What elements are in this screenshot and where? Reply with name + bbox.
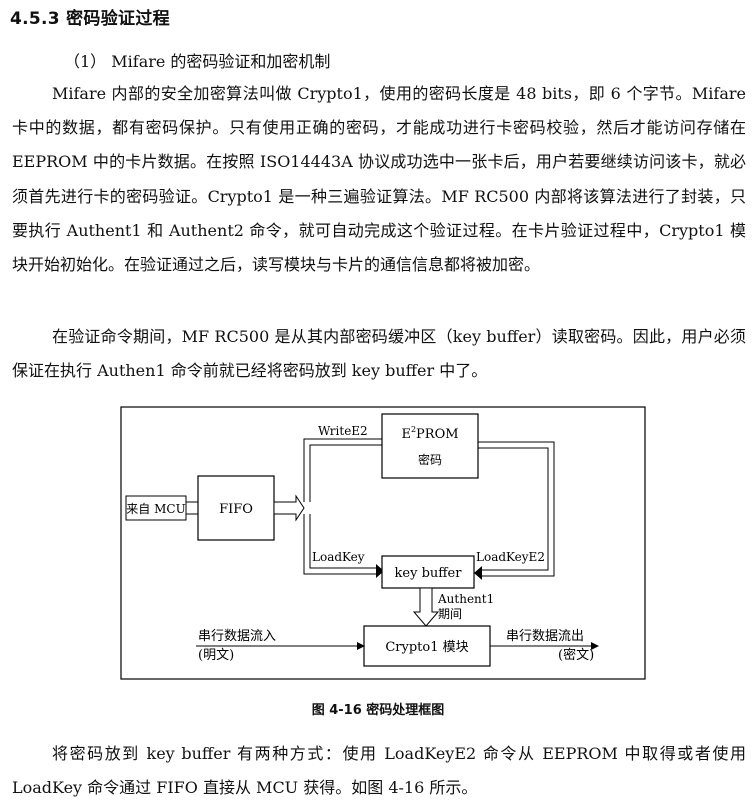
eeprom-label: E2PROM [401, 425, 458, 442]
eeprom-label-prom: PROM [416, 427, 459, 442]
loadkey-arrowhead [376, 564, 384, 578]
paragraph-load-methods: 将密码放到 key buffer 有两种方式：使用 LoadKeyE2 命令从 … [12, 744, 746, 798]
input-sublabel: (明文) [198, 648, 234, 663]
source-label: 来自 MCU [126, 502, 185, 516]
hollow-arrow-from-fifo [273, 494, 305, 522]
output-sublabel: (密文) [558, 647, 594, 663]
section-heading: 4.5.3 密码验证过程 [10, 9, 170, 29]
loadkeye2-line-outer [478, 441, 555, 577]
loadkeye2-line-inner [478, 447, 549, 571]
arrow-label-period: 期间 [438, 607, 462, 621]
eeprom-label-e: E [401, 427, 411, 442]
paragraph-crypto1-intro: Mifare 内部的安全加密算法叫做 Crypto1，使用的密码长度是 48 b… [12, 84, 746, 275]
eeprom-sublabel: 密码 [418, 452, 442, 467]
loadkey-line-outer [303, 514, 376, 575]
paragraph-key-buffer: 在验证命令期间，MF RC500 是从其内部密码缓冲区（key buffer）读… [12, 327, 746, 381]
arrow-label-loadkey: LoadKey [312, 550, 365, 564]
crypto1-label: Crypto1 模块 [385, 640, 468, 655]
eeprom-box [381, 413, 479, 479]
arrow-label-writee2: WriteE2 [318, 424, 368, 438]
writee2-line-inner [309, 444, 382, 502]
output-label: 串行数据流出 [506, 629, 584, 644]
loadkey-line-inner [309, 514, 376, 569]
arrow-label-loadkeye2: LoadKeyE2 [476, 550, 545, 564]
diagram-frame [120, 406, 646, 680]
figure-caption: 图 4-16 密码处理框图 [311, 703, 445, 718]
fifo-label: FIFO [219, 502, 253, 517]
loadkeye2-arrowhead [474, 566, 482, 580]
input-label: 串行数据流入 [198, 629, 276, 644]
key-processing-diagram: 来自 MCU FIFO WriteE2 LoadKey E2PROM 密码 Lo… [120, 406, 646, 680]
hollow-arrow-to-crypto [412, 587, 440, 627]
section-subheading: （1） Mifare 的密码验证和加密机制 [64, 52, 331, 71]
source-box [125, 495, 187, 521]
key-buffer-label: key buffer [395, 566, 463, 581]
arrow-label-authent1: Authent1 [437, 592, 494, 606]
writee2-line-outer [303, 438, 382, 502]
eeprom-label-sup: 2 [411, 425, 416, 434]
